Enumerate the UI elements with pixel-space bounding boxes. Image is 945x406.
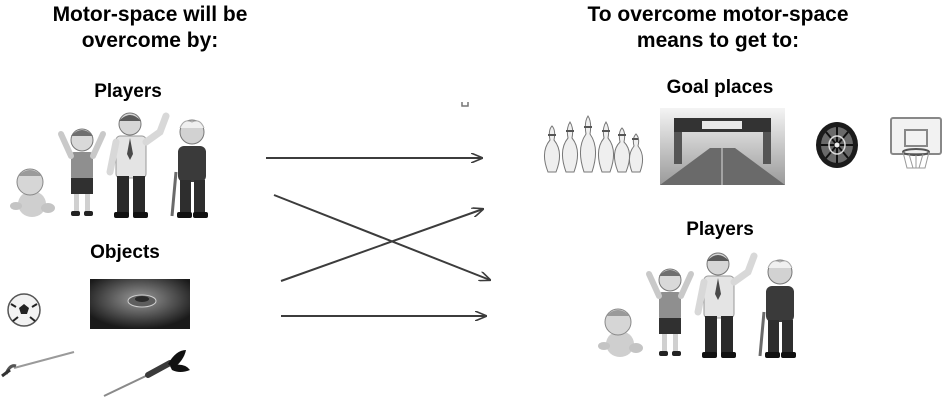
left-players-label: Players — [94, 81, 162, 102]
finish-line-icon — [660, 108, 785, 185]
right-heading-line1: To overcome motor-space — [587, 3, 849, 26]
left-heading-line2: overcome by: — [81, 29, 219, 52]
fencing-sword-icon — [1, 351, 75, 378]
goal-places-label: Goal places — [666, 77, 774, 98]
right-heading: To overcome motor-space means to get to: — [548, 2, 888, 54]
curling-stone-icon — [90, 279, 190, 329]
bowling-pins-icon — [544, 115, 644, 173]
left-objects-label: Objects — [90, 242, 160, 263]
right-heading-line2: means to get to: — [636, 29, 800, 52]
soccer-ball-icon — [7, 293, 41, 327]
basketball-hoop-icon — [890, 117, 942, 169]
left-heading-line1: Motor-space will be — [52, 3, 248, 26]
dart-icon — [103, 350, 190, 397]
left-heading: Motor-space will be overcome by: — [0, 2, 300, 54]
arrow-players-to-players — [273, 194, 490, 280]
arrow-objects-to-goal — [280, 209, 483, 282]
small-mark-icon — [461, 102, 469, 107]
dartboard-icon — [816, 122, 858, 168]
right-players-label: Players — [686, 219, 754, 240]
